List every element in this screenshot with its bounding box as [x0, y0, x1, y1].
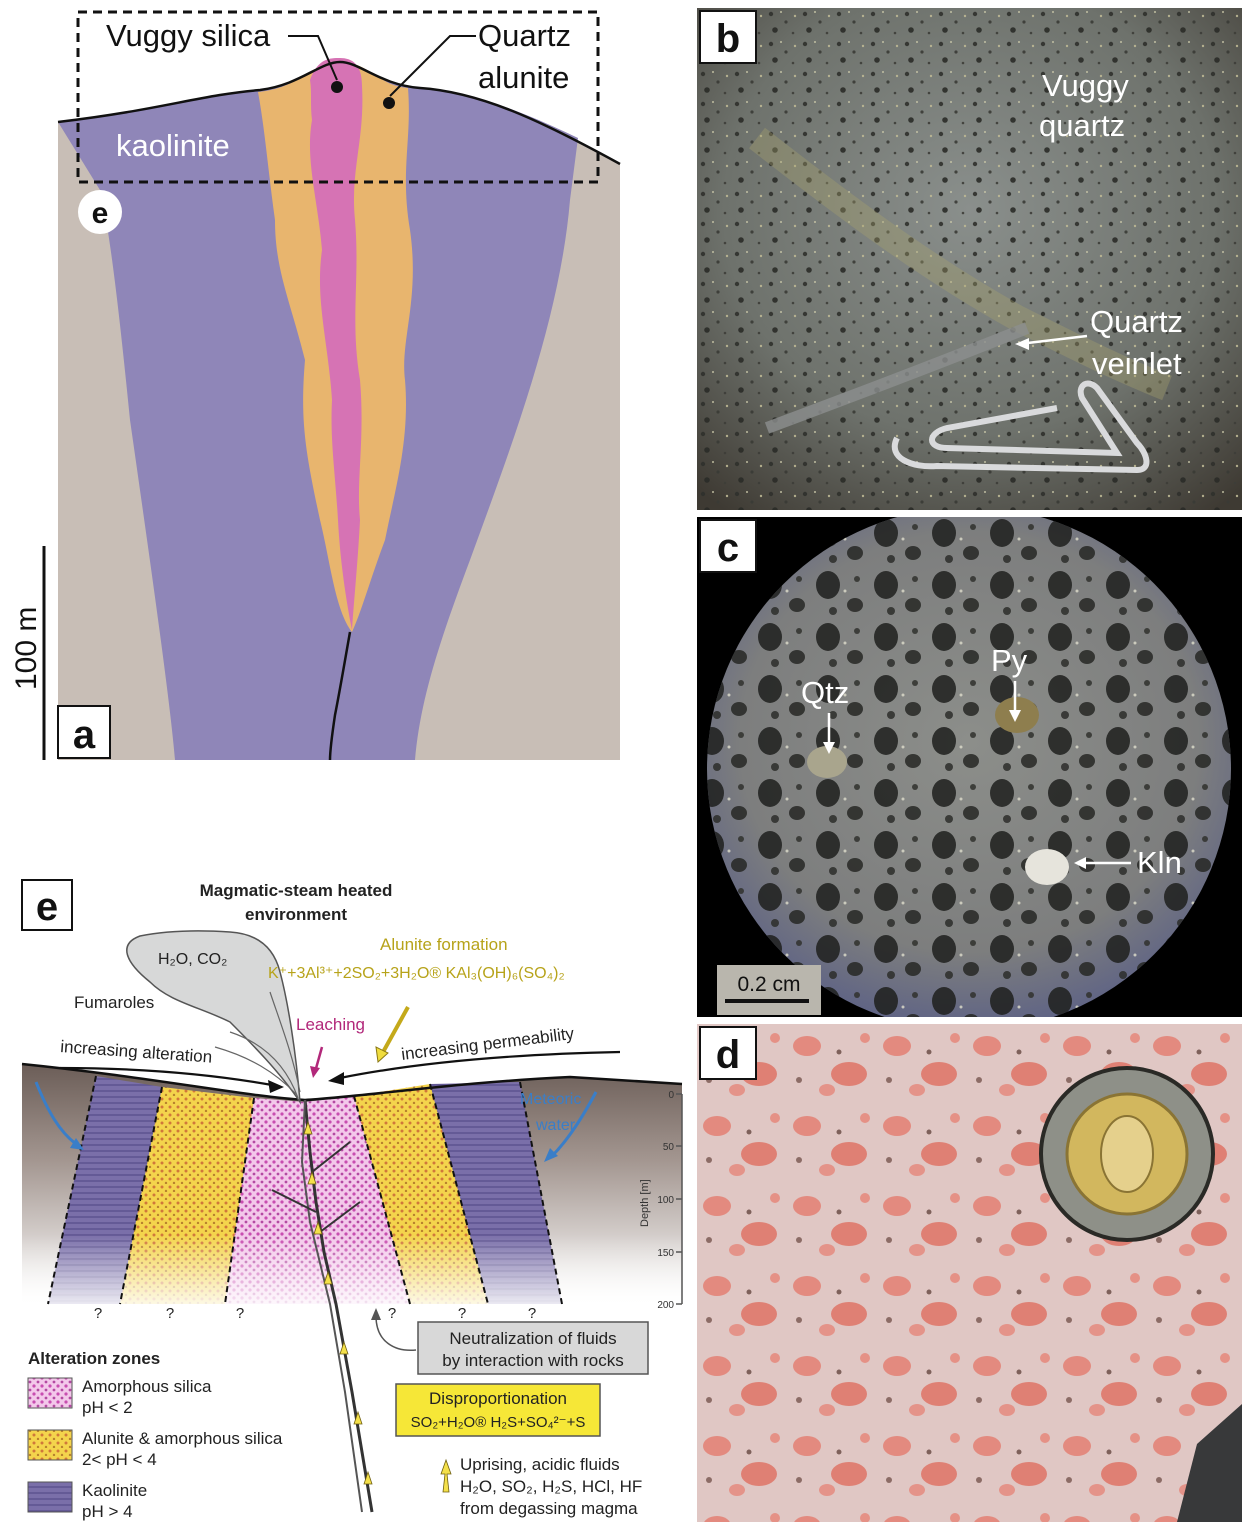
svg-text:?: ? [94, 1305, 102, 1322]
kaolinite-grain [1025, 849, 1069, 885]
fumaroles-label: Fumaroles [74, 993, 154, 1012]
panel-e-label: e [36, 885, 58, 929]
kaolinite-label: kaolinite [116, 128, 230, 163]
qtz-label: Qtz [801, 675, 849, 710]
vuggy-quartz-label-2: quartz [1039, 108, 1125, 143]
quartz-alunite-label-2: alunite [478, 60, 569, 95]
panel-e-title-1: Magmatic-steam heated [200, 881, 393, 900]
vuggy-silica-label: Vuggy silica [106, 18, 271, 53]
legend-swatch-alunite [28, 1430, 72, 1460]
legend-swatch-kaolinite [28, 1482, 72, 1512]
panel-a-label: a [73, 713, 96, 757]
svg-text:?: ? [166, 1305, 174, 1322]
neutralization-line-2: by interaction with rocks [442, 1351, 623, 1370]
leaching-label: Leaching [296, 1015, 365, 1034]
vuggy-quartz-label-1: Vuggy [1042, 68, 1129, 103]
depth-tick-200: 200 [657, 1300, 674, 1311]
depth-tick-0: 0 [668, 1090, 674, 1101]
neutralization-line-1: Neutralization of fluids [449, 1329, 616, 1348]
svg-text:?: ? [236, 1305, 244, 1322]
zone-fade [22, 1072, 684, 1304]
panel-c: Py Qtz Kln 0.2 cm c [697, 517, 1242, 1017]
meteoric-water-label-1: Meteoric [520, 1091, 581, 1108]
legend-alunite-name: Alunite & amorphous silica [82, 1429, 283, 1448]
depth-tick-150: 150 [657, 1248, 674, 1259]
depth-tick-100: 100 [657, 1195, 674, 1206]
inset-e-label: e [92, 197, 109, 230]
depth-axis-label: Depth [m] [639, 1179, 651, 1227]
disproportionation-title: Disproportionation [429, 1389, 567, 1408]
svg-text:?: ? [458, 1305, 466, 1322]
panel-d: d [697, 1024, 1242, 1522]
vuggy-sample-dot [331, 81, 343, 93]
quartz-veinlet-label-1: Quartz [1090, 304, 1183, 339]
py-label: Py [991, 643, 1028, 678]
microscope-texture [697, 517, 1242, 1017]
kln-label: Kln [1137, 845, 1182, 880]
alunite-sample-dot [383, 97, 395, 109]
quartz-alunite-label-1: Quartz [478, 18, 571, 53]
vuggy-quartz-texture [697, 8, 1242, 510]
disproportionation-eq: SO₂+H₂O® H₂S+SO₄²⁻+S [411, 1414, 586, 1431]
quartz-veinlet-label-2: veinlet [1092, 346, 1182, 381]
panel-e-title-2: environment [245, 905, 347, 924]
panel-a: Vuggy silica Quartz alunite kaolinite e … [0, 0, 640, 770]
uprising-line-3: from degassing magma [460, 1499, 638, 1518]
legend-kaolinite-name: Kaolinite [82, 1481, 147, 1500]
legend-alunite-ph: 2< pH < 4 [82, 1450, 157, 1469]
coin-crest [1101, 1116, 1153, 1192]
alunite-formation-eq: K⁺+3Al³⁺+2SO₂+3H₂O® KAl₃(OH)₆(SO₄)₂ [268, 965, 565, 982]
uprising-line-2: H₂O, SO₂, H₂S, HCl, HF [460, 1477, 642, 1496]
legend-amorphous-ph: pH < 2 [82, 1398, 133, 1417]
uprising-line-1: Uprising, acidic fluids [460, 1455, 620, 1474]
panel-b: Vuggy quartz Quartz veinlet b [697, 8, 1242, 510]
legend-kaolinite-ph: pH > 4 [82, 1502, 133, 1521]
neutralization-leader-head [371, 1308, 381, 1320]
scale-bar-label: 100 m [10, 607, 43, 690]
legend-swatch-amorphous [28, 1378, 72, 1408]
depth-tick-50: 50 [663, 1142, 675, 1153]
svg-text:?: ? [388, 1305, 396, 1322]
panel-d-label: d [716, 1033, 740, 1077]
legend-title: Alteration zones [28, 1349, 160, 1368]
legend-amorphous-name: Amorphous silica [82, 1377, 212, 1396]
increasing-alteration-label: increasing alteration [60, 1037, 213, 1067]
svg-text:?: ? [528, 1305, 536, 1322]
panel-b-label: b [716, 17, 740, 61]
meteoric-water-label-2: water [535, 1117, 576, 1134]
panel-e: 0 50 100 150 200 Depth [m] ? ? ? ? ? ? M… [0, 872, 690, 1522]
question-marks: ? ? ? ? ? ? [94, 1305, 536, 1322]
scale-label-c: 0.2 cm [737, 973, 800, 996]
quartz-grain [807, 746, 847, 778]
gases-label: H₂O, CO₂ [158, 951, 227, 968]
alunite-formation-title: Alunite formation [380, 935, 508, 954]
uprising-arrow-icon [441, 1460, 451, 1492]
panel-c-label: c [717, 526, 739, 570]
